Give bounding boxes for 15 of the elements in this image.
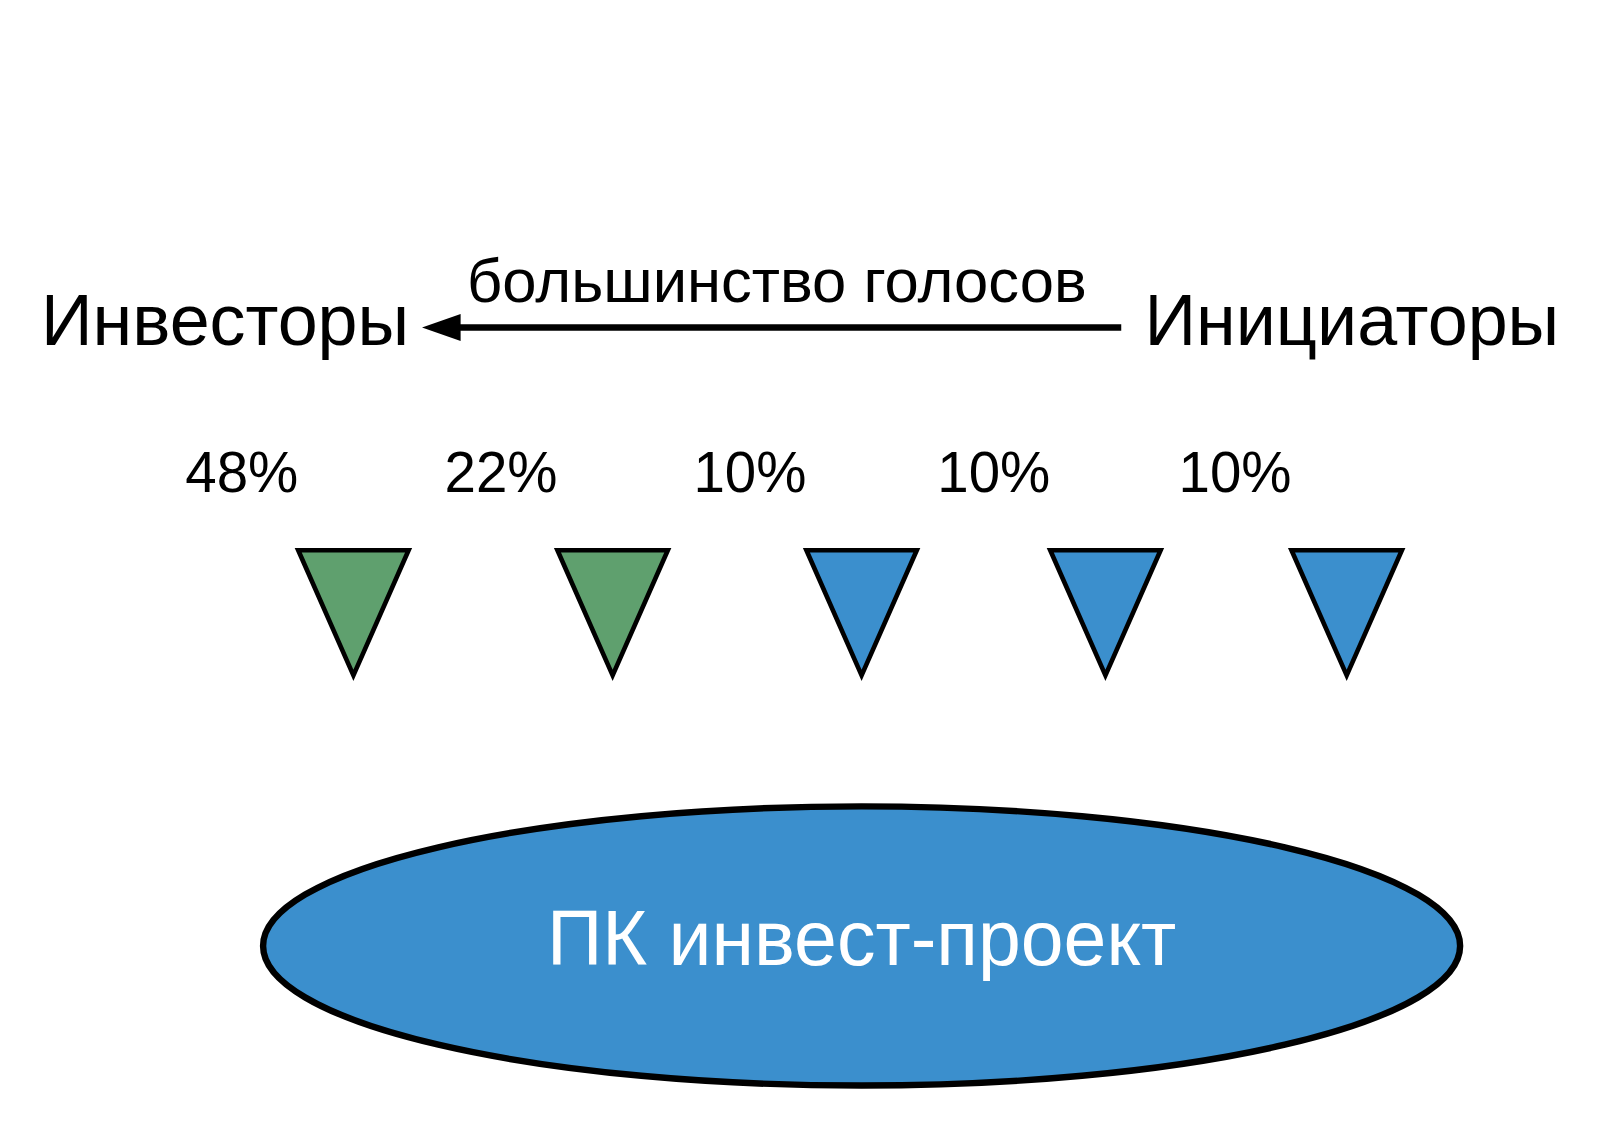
node-person [294,547,413,682]
node-label: 10% [693,441,807,505]
node-label: 10% [1178,441,1292,505]
node-person [1287,547,1406,682]
node-label: 48% [185,441,299,505]
node-person [802,547,921,682]
node-ellipse: ПК инвест-проект [259,803,1464,1089]
edge-label: большинство голосов [467,246,1087,316]
node-text: Инициаторы [1144,280,1560,361]
node-text: Инвесторы [40,280,410,361]
arrow [422,314,1122,342]
node-person [1046,547,1165,682]
node-label: 10% [937,441,1051,505]
node-label: 22% [444,441,558,505]
node-person [553,547,672,682]
